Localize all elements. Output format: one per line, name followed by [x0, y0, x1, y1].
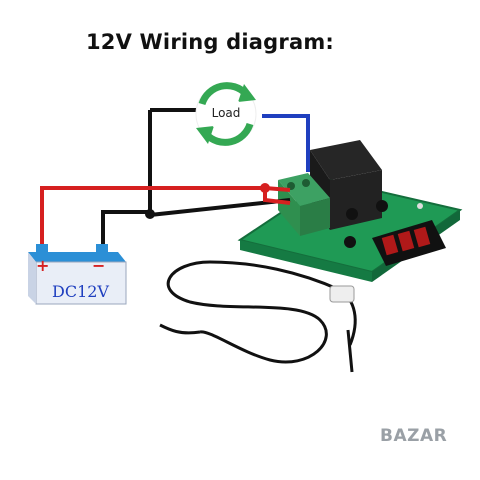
watermark-text: BAZAR	[380, 426, 448, 446]
terminal-block	[278, 173, 330, 236]
set-button	[376, 200, 388, 212]
thermostat-board	[237, 140, 463, 282]
battery-icon	[28, 244, 127, 305]
load-label: Load	[211, 106, 241, 120]
battery-label: DC12V	[52, 282, 109, 301]
down-button	[344, 236, 356, 248]
up-button	[346, 208, 358, 220]
battery-minus-symbol: −	[92, 256, 106, 275]
battery-plus-symbol: +	[36, 256, 50, 275]
diagram-title: 12V Wiring diagram:	[85, 30, 335, 54]
temperature-probe-icon	[159, 260, 357, 373]
positive-wire	[40, 183, 291, 248]
bazar-logo: BAZAR	[380, 414, 476, 462]
load-wire	[262, 114, 310, 172]
cycle-arrows-icon	[195, 82, 257, 146]
seven-segment-display	[372, 220, 446, 266]
negative-wire	[101, 108, 291, 252]
